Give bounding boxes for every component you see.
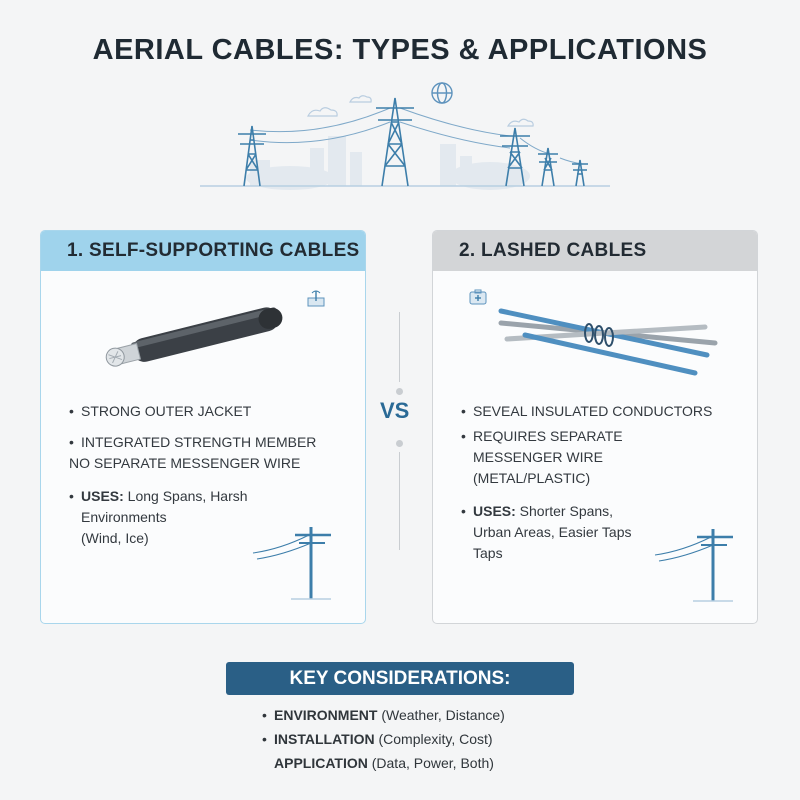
utility-pole-icon: [252, 527, 331, 600]
list-item: USES: Long Spans, Harsh: [69, 486, 359, 507]
list-item: APPLICATION (Data, Power, Both): [274, 755, 494, 771]
page-title: AERIAL CABLES: TYPES & APPLICATIONS: [92, 34, 708, 66]
globe-icon: [431, 82, 453, 104]
power-tower-icon: [238, 97, 588, 187]
list-item: REQUIRES SEPARATE: [461, 426, 751, 447]
list-item: SEVEAL INSULATED CONDUCTORS: [461, 401, 751, 422]
divider-dot: [396, 388, 403, 395]
divider-line: [399, 452, 400, 550]
lashed-panel: 2. LASHED CABLES SEVEAL INSULATED CONDUC…: [432, 230, 758, 624]
list-item: INSTALLATION (Complexity, Cost): [262, 727, 505, 751]
cable-icon: [498, 308, 718, 376]
cable-icon: [105, 307, 283, 367]
utility-pole-icon: [654, 529, 733, 602]
list-item: (Wind, Ice): [81, 530, 149, 546]
medical-tag-icon: [469, 289, 487, 305]
lashed-features: SEVEAL INSULATED CONDUCTORS REQUIRES SEP…: [461, 401, 751, 574]
divider-dot: [396, 440, 403, 447]
list-item: INTEGRATED STRENGTH MEMBER: [69, 432, 359, 453]
list-item: Urban Areas, Easier Taps: [473, 524, 632, 540]
list-item: STRONG OUTER JACKET: [69, 401, 359, 422]
list-item: Taps: [473, 545, 503, 561]
city-silhouette: [246, 136, 530, 190]
key-considerations-list: ENVIRONMENT (Weather, Distance) INSTALLA…: [262, 703, 505, 775]
signal-tag-icon: [307, 290, 325, 307]
list-item: Environments: [81, 509, 167, 525]
list-item: USES: Shorter Spans,: [461, 501, 751, 522]
cloud-icon: [307, 95, 534, 127]
key-considerations-heading: KEY CONSIDERATIONS:: [226, 662, 574, 695]
list-item: ENVIRONMENT (Weather, Distance): [262, 703, 505, 727]
self-supporting-panel: 1. SELF-SUPPORTING CABLES STRONG OUTER J…: [40, 230, 366, 624]
lashed-heading: 2. LASHED CABLES: [433, 231, 757, 271]
list-item: MESSENGER WIRE: [473, 449, 603, 465]
self-supporting-features: STRONG OUTER JACKET INTEGRATED STRENGTH …: [69, 401, 359, 559]
divider-line: [399, 312, 400, 382]
list-item: NO SEPARATE MESSENGER WIRE: [69, 455, 301, 471]
transmission-towers-illustration: [200, 82, 610, 190]
self-supporting-heading: 1. SELF-SUPPORTING CABLES: [41, 231, 365, 271]
list-item: (METAL/PLASTIC): [473, 470, 591, 486]
vs-label: VS: [380, 398, 410, 423]
